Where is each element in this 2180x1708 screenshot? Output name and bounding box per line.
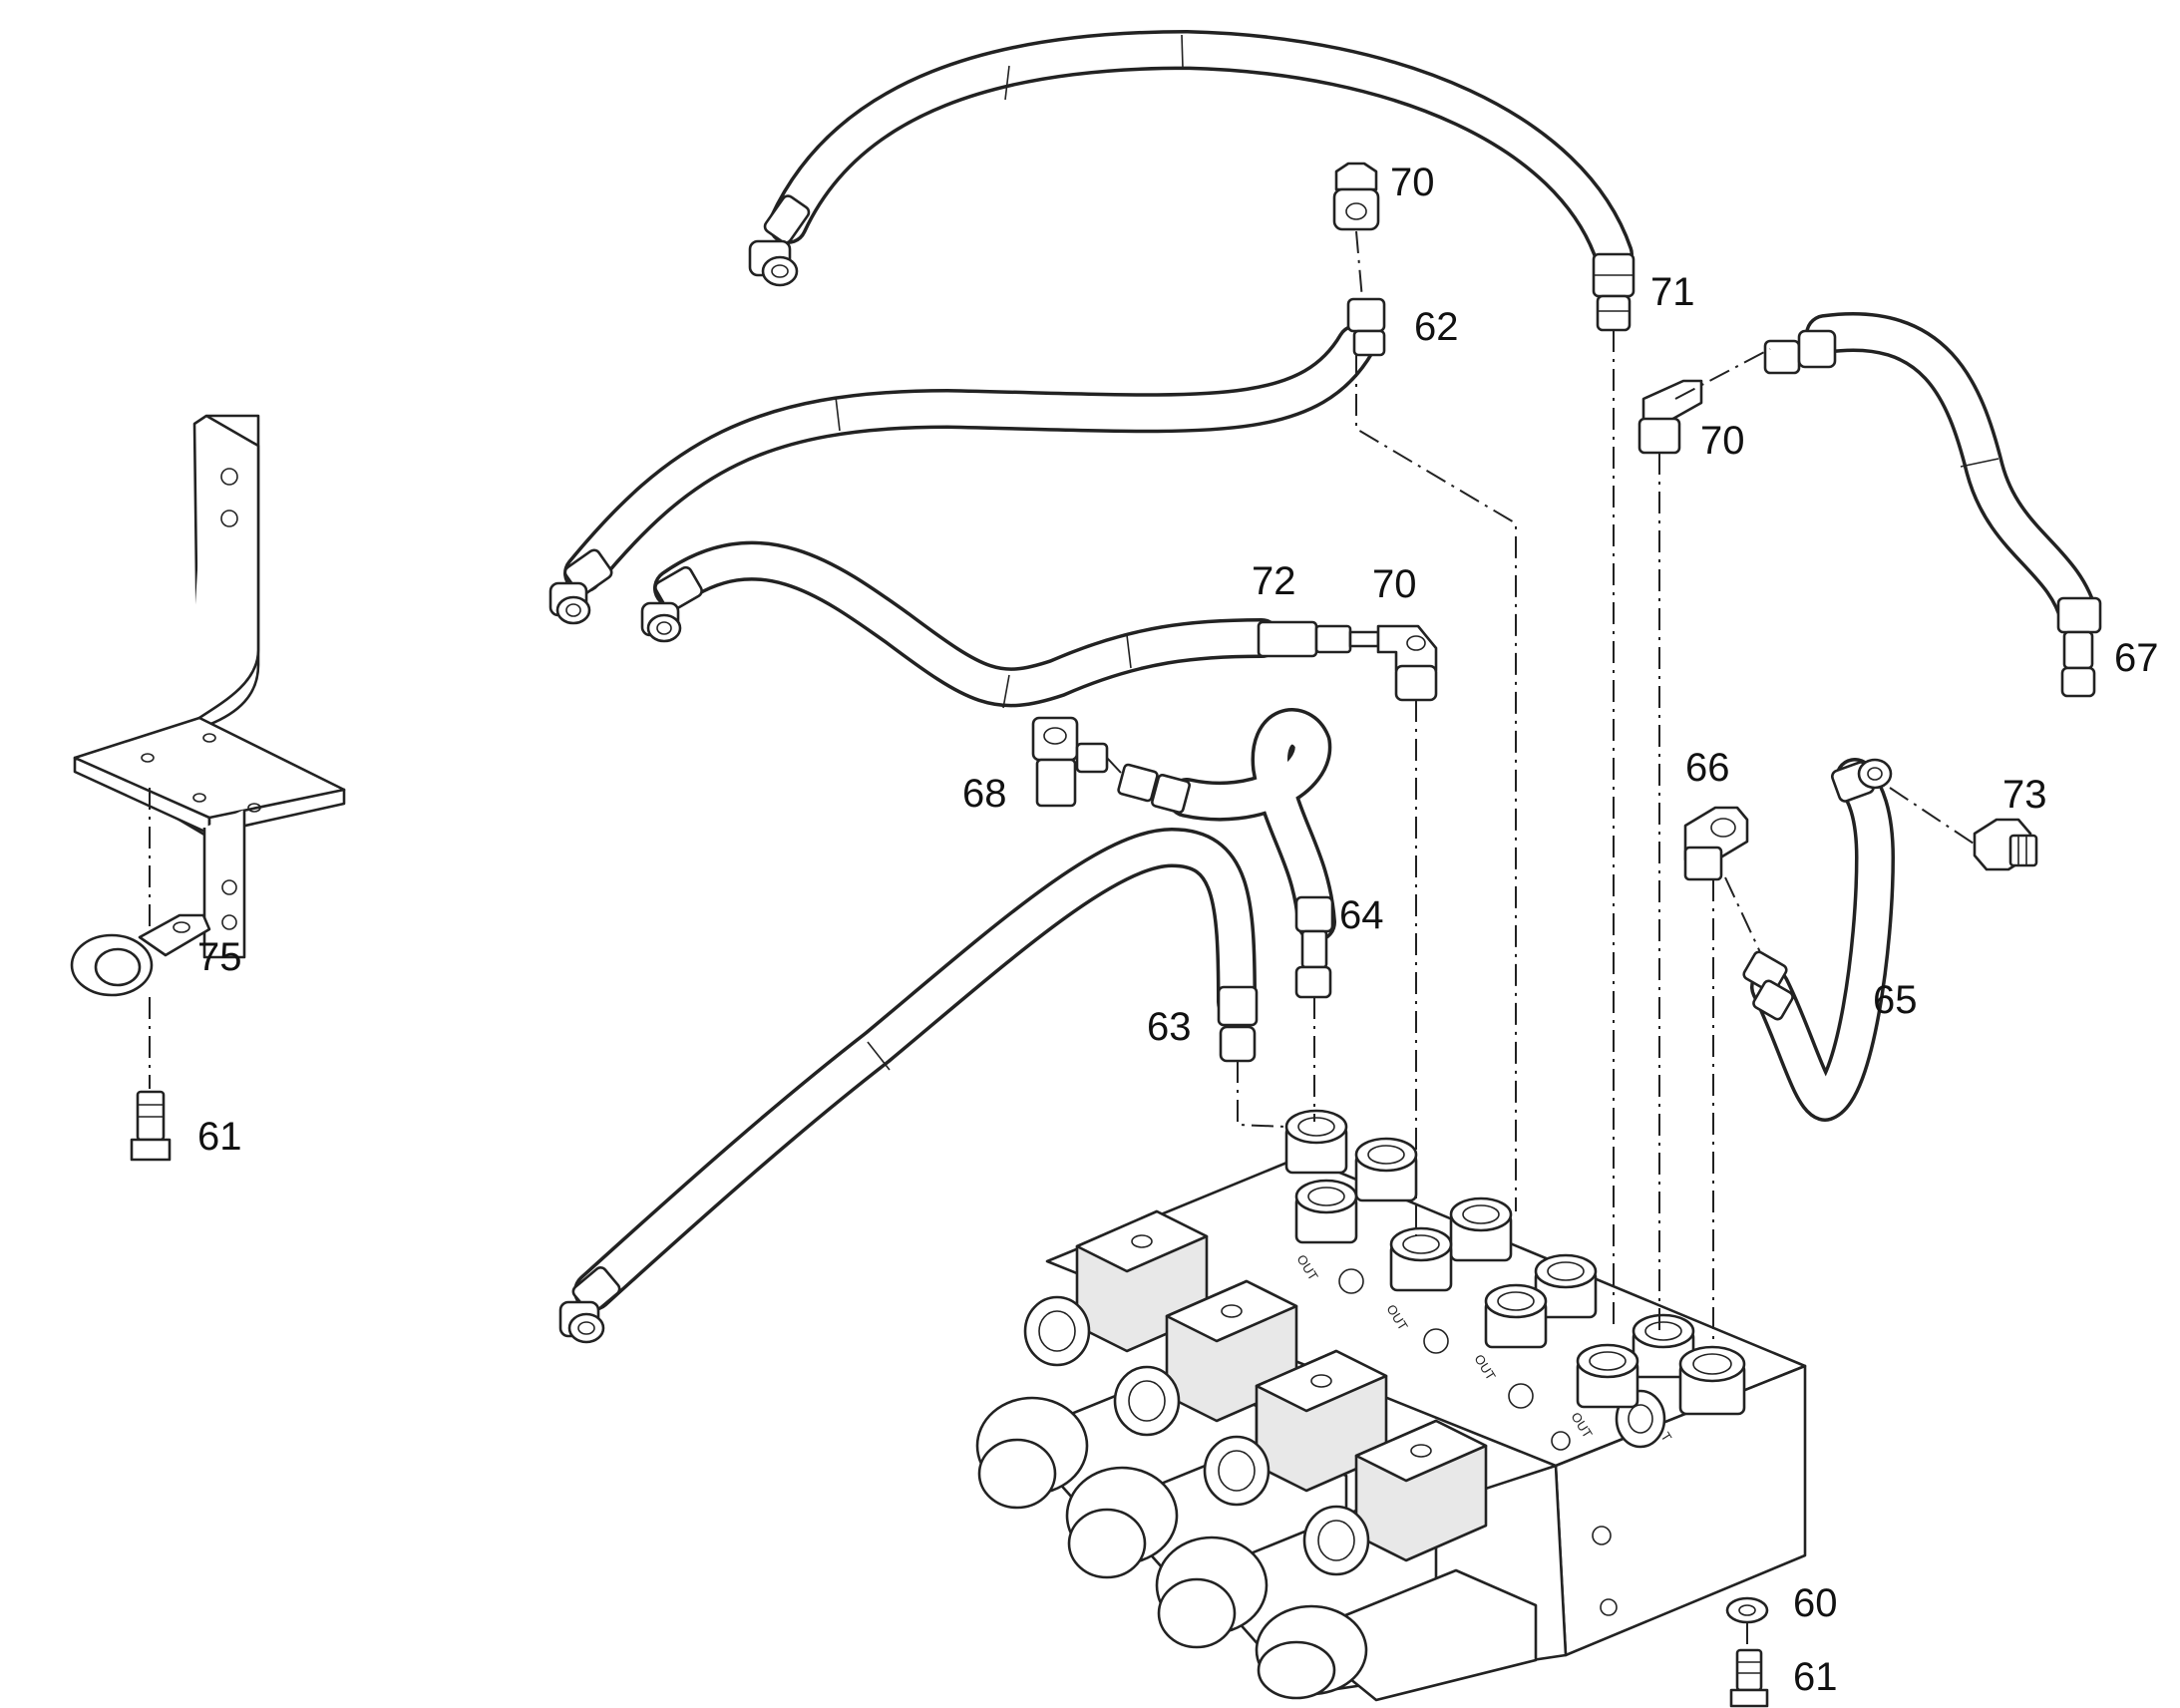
hose-end-71: [1592, 252, 1635, 332]
fitting-70-top: [1332, 162, 1380, 231]
fitting-70-middle: [1376, 624, 1438, 702]
hose-63: [573, 828, 1257, 1311]
callout-63: 63: [1147, 1005, 1192, 1049]
hose-end-64: [1294, 895, 1334, 999]
callout-70-right: 70: [1700, 419, 1745, 463]
hose-64: [1167, 708, 1336, 942]
hose-67: [1805, 312, 2099, 638]
callout-65: 65: [1873, 978, 1918, 1022]
hose-end-62-right: [1346, 297, 1386, 357]
fitting-72: [1257, 620, 1380, 658]
assembly-centerlines: [149, 230, 1978, 1647]
hose-end-65-top: [1831, 758, 1893, 803]
hose-end-elbow-72-left: [640, 565, 703, 643]
hose-end-63-top: [1217, 985, 1259, 1063]
valve-section-3: [1155, 1349, 1438, 1667]
callout-67: 67: [2114, 636, 2159, 680]
hose-end-65-bottom: [1742, 950, 1794, 1021]
callout-60: 60: [1793, 1581, 1838, 1625]
callout-66: 66: [1685, 746, 1730, 790]
hose-end-67-bottom: [2056, 596, 2102, 698]
hose-end-elbow-top-left: [748, 194, 811, 287]
hose-end-67-top: [1763, 329, 1837, 375]
callout-70-middle: 70: [1372, 562, 1417, 606]
callout-61-valve: 61: [1793, 1655, 1838, 1699]
hose-72: [653, 540, 1281, 709]
callout-70-top: 70: [1390, 161, 1435, 204]
fitting-70-right: [1637, 379, 1703, 455]
fitting-66: [1683, 806, 1749, 881]
mounting-bracket: [73, 414, 346, 959]
hose-end-elbow-63-bottom: [558, 1266, 621, 1344]
hose-65: [1750, 758, 1895, 1122]
valve-block: OUT OUT OUT OUT T: [975, 1109, 1807, 1702]
callout-71: 71: [1650, 270, 1695, 314]
hose-top-arc: [768, 30, 1634, 274]
callout-72: 72: [1252, 559, 1296, 603]
callout-75: 75: [197, 935, 242, 979]
clamp-75: [70, 913, 211, 997]
hose-62: [563, 324, 1376, 593]
bolt-61-valve: [1729, 1648, 1769, 1708]
callout-68: 68: [962, 772, 1007, 816]
port-fittings: [1284, 1109, 1746, 1416]
valve-section-4: [1255, 1419, 1538, 1702]
callout-61-bracket: 61: [197, 1115, 242, 1159]
bolt-61-bracket: [130, 1090, 172, 1162]
hose-end-elbow-62-left: [548, 548, 613, 625]
callout-62: 62: [1414, 305, 1459, 349]
fitting-68: [1031, 716, 1191, 814]
washer-60: [1725, 1596, 1769, 1624]
callout-73: 73: [2002, 773, 2047, 817]
fitting-73: [1973, 818, 2038, 871]
callout-64: 64: [1339, 893, 1384, 937]
